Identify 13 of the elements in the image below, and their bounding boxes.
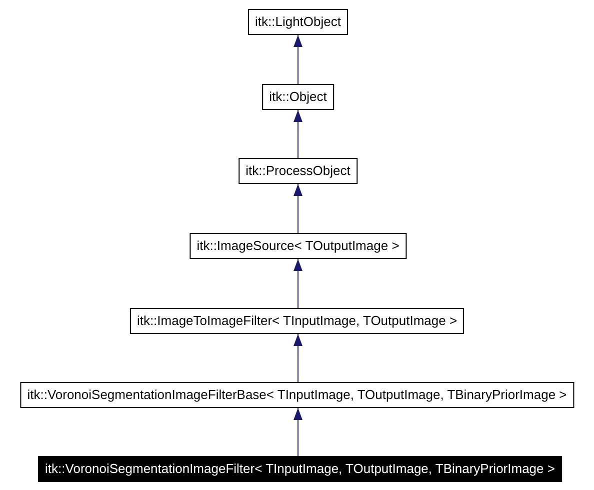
class-box: itk::ProcessObject <box>238 158 358 184</box>
class-box: itk::ImageSource< TOutputImage > <box>190 233 406 259</box>
inheritance-arrow <box>294 110 302 158</box>
inheritance-arrow <box>294 34 302 84</box>
class-box: itk::LightObject <box>248 9 348 35</box>
class-box: itk::VoronoiSegmentationImageFilterBase< TInputImage, TOutputImage, TBinaryPriorImage > <box>20 382 574 408</box>
inheritance-arrow <box>294 184 302 234</box>
inheritance-arrow <box>294 334 302 382</box>
class-box: itk::ImageToImageFilter< TInputImage, TOutputImage > <box>130 308 464 334</box>
class-box: itk::VoronoiSegmentationImageFilter< TInputImage, TOutputImage, TBinaryPriorImage > <box>38 456 562 482</box>
class-box: itk::Object <box>262 84 334 110</box>
inheritance-arrow <box>294 408 302 456</box>
inheritance-arrow <box>294 258 302 308</box>
